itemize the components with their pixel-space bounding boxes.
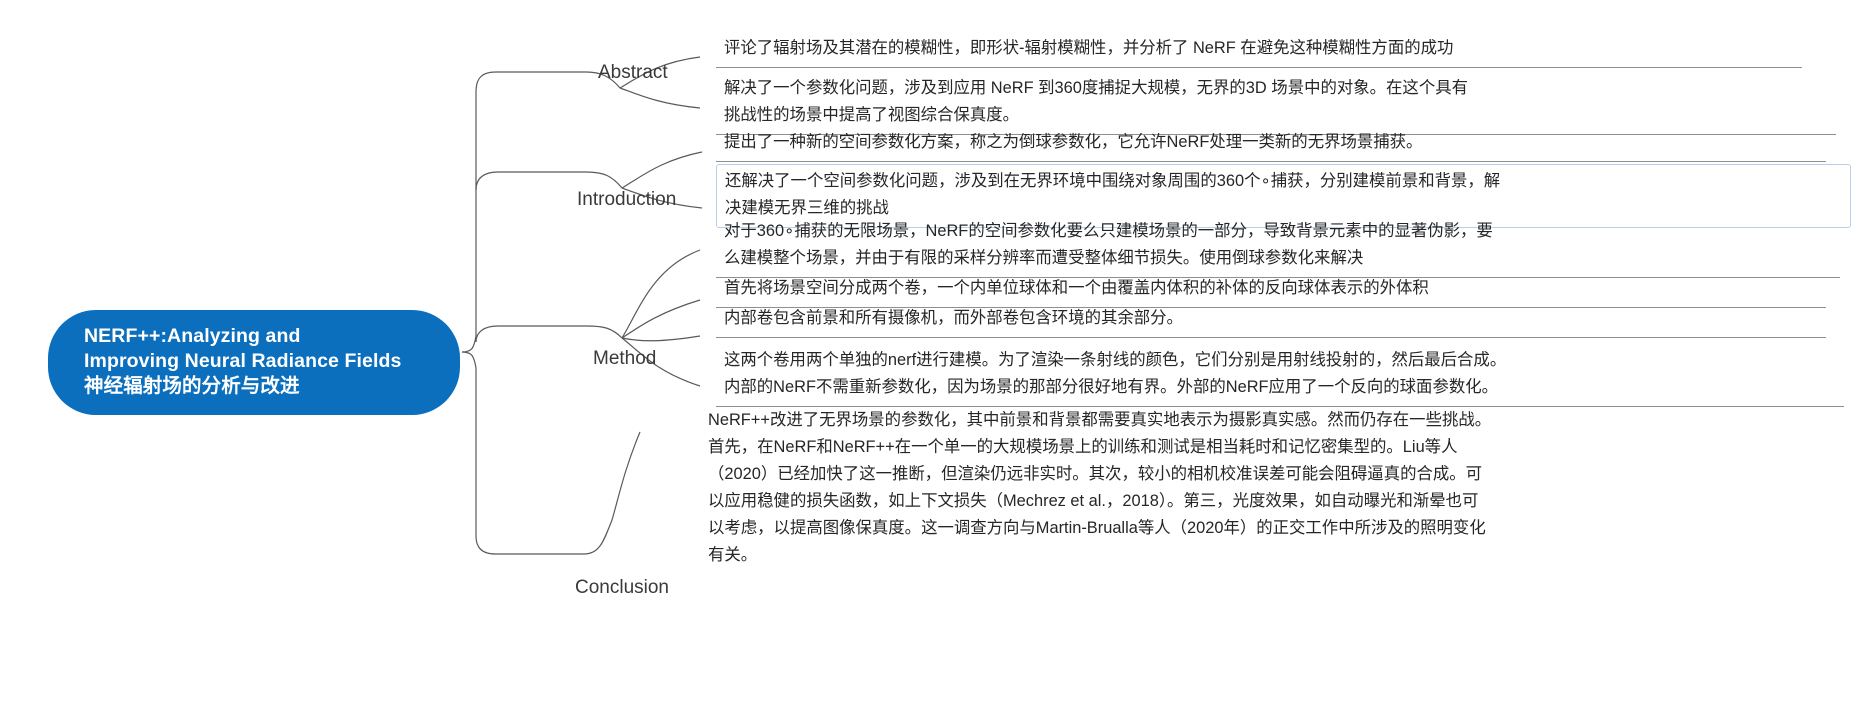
branch-label-abstract[interactable]: Abstract <box>598 62 668 83</box>
branch-label-introduction[interactable]: Introduction <box>577 189 677 210</box>
leaf-conclusion-1[interactable]: NeRF++改进了无界场景的参数化，其中前景和背景都需要真实地表示为摄影真实感。… <box>708 411 1492 564</box>
leaf-method-4[interactable]: 这两个卷用两个单独的nerf进行建模。为了渲染一条射线的颜色，它们分别是用射线投… <box>716 344 1844 407</box>
root-line-3: 神经辐射场的分析与改进 <box>84 375 300 397</box>
root-line-1: NERF++:Analyzing and <box>84 325 301 347</box>
root-line-2: Improving Neural Radiance Fields <box>84 350 402 372</box>
leaf-method-1[interactable]: 对于360∘捕获的无限场景，NeRF的空间参数化要么只建模场景的一部分，导致背景… <box>716 215 1840 278</box>
leaf-introduction-2[interactable]: 还解决了一个空间参数化问题，涉及到在无界环境中围绕对象周围的360个∘捕获，分别… <box>716 164 1851 228</box>
leaf-abstract-2[interactable]: 解决了一个参数化问题，涉及到应用 NeRF 到360度捕捉大规模，无界的3D 场… <box>716 72 1836 135</box>
leaf-method-3[interactable]: 内部卷包含前景和所有摄像机，而外部卷包含环境的其余部分。 <box>716 302 1826 338</box>
leaf-abstract-1[interactable]: 评论了辐射场及其潜在的模糊性，即形状-辐射模糊性，并分析了 NeRF 在避免这种… <box>716 32 1802 68</box>
root-node[interactable]: NERF++:Analyzing and Improving Neural Ra… <box>48 310 460 415</box>
branch-label-method[interactable]: Method <box>593 348 657 369</box>
branch-label-conclusion[interactable]: Conclusion <box>575 577 669 598</box>
leaf-method-2[interactable]: 首先将场景空间分成两个卷，一个内单位球体和一个由覆盖内体积的补体的反向球体表示的… <box>716 272 1826 308</box>
leaf-introduction-1[interactable]: 提出了一种新的空间参数化方案，称之为倒球参数化，它允许NeRF处理一类新的无界场… <box>716 126 1826 162</box>
